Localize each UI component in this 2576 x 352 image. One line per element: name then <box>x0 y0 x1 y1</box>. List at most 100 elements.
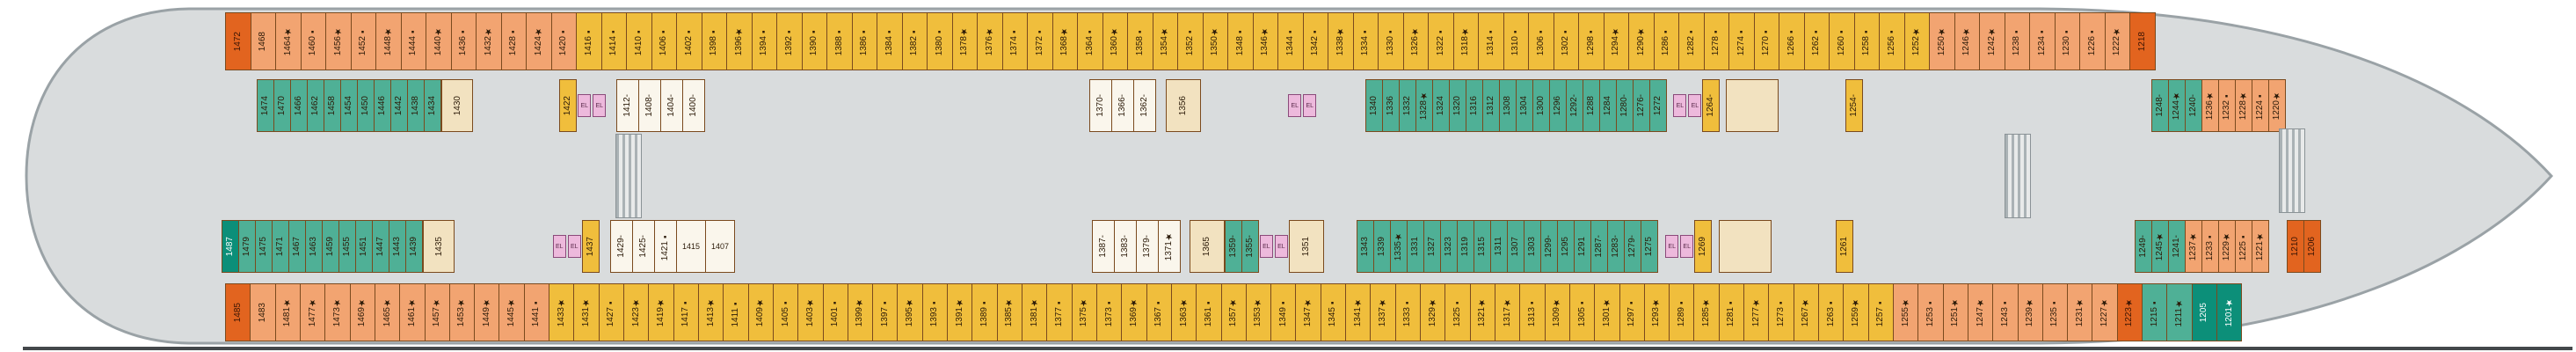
cabin-number: 1384▪ <box>884 26 894 56</box>
cabin-number: 1223★ <box>2124 297 2135 327</box>
cabin-number: 1413★ <box>705 297 716 327</box>
cabin-1318: 1318★ <box>1452 12 1479 70</box>
elevator-icon: EL <box>578 94 592 117</box>
cabin-1342: 1342▪ <box>1302 12 1328 70</box>
cabin-1385: 1385★ <box>996 283 1022 341</box>
cabin-1239: 1239★ <box>2017 283 2043 341</box>
cabin-number: 1417▪ <box>680 297 691 327</box>
cabin-1255: 1255★ <box>1892 283 1919 341</box>
cabin-1433: 1433★ <box>549 283 575 341</box>
cabin-1241: 1241- <box>2168 220 2187 273</box>
cabin-1367: 1367▪ <box>1146 283 1172 341</box>
cabin-1252: 1252★ <box>1903 12 1930 70</box>
cabin-1315: 1315 <box>1473 220 1491 273</box>
cabin-number: 1317★ <box>1502 297 1512 327</box>
cabin-1397: 1397▪ <box>872 283 899 341</box>
cabin-number: 1412- <box>622 94 633 117</box>
cabin-1460: 1460▪ <box>300 12 326 70</box>
cabin-1429: 1429- <box>610 220 634 273</box>
cabin-1205: 1205 <box>2191 283 2217 341</box>
cabin-1349: 1349▪ <box>1270 283 1297 341</box>
cabin-1340: 1340 <box>1364 79 1383 132</box>
cabin-number: 1363★ <box>1178 297 1189 327</box>
cabin-number: 1328★ <box>1418 91 1429 121</box>
cabin-1380: 1380▪ <box>927 12 953 70</box>
cabin-number: 1277★ <box>1750 297 1761 327</box>
cabin-number: 1459 <box>325 236 335 257</box>
cabin-number: 1238▪ <box>2012 26 2022 56</box>
cabin-number: 1416▪ <box>583 26 593 56</box>
cabin-1436: 1436▪ <box>450 12 477 70</box>
cabin-1335: 1335★ <box>1389 220 1408 273</box>
cabin-1406: 1406▪ <box>651 12 677 70</box>
cabin-number: 1350★ <box>1210 26 1220 56</box>
corridor-gap <box>1712 220 1718 273</box>
elevator-icon: EL <box>1665 235 1679 258</box>
cabin-number: 1336 <box>1385 95 1395 116</box>
cabin-1370: 1370- <box>1089 79 1113 132</box>
cabin-1236: 1236★ <box>2201 79 2219 132</box>
cabin-number: 1266▪ <box>1786 26 1796 56</box>
cabin-number: 1444▪ <box>408 26 418 56</box>
cabin-1428: 1428▪ <box>500 12 527 70</box>
cabin-number: 1371★ <box>1164 231 1175 261</box>
cabin-1240: 1240- <box>2184 79 2202 132</box>
cabin-1328: 1328★ <box>1415 79 1433 132</box>
cabin-number: 1485 <box>232 302 243 323</box>
cabin-1336: 1336 <box>1381 79 1400 132</box>
cabin-number: 1424★ <box>533 26 543 56</box>
cabin-number: 1210 <box>2289 236 2300 257</box>
cabin-number: 1290★ <box>1635 26 1646 56</box>
cabin-number: 1322▪ <box>1435 26 1445 56</box>
stairs-icon <box>2005 134 2031 218</box>
cabin-number: 1292- <box>1568 94 1579 117</box>
cabin-1465: 1465★ <box>374 283 401 341</box>
cabin-number: 1237★ <box>2188 231 2199 261</box>
corridor-gap <box>455 220 552 273</box>
cabin-number: 1451 <box>359 236 368 257</box>
cabin-1437: 1437 <box>581 220 600 273</box>
cabin-number: 1233▪ <box>2205 231 2216 261</box>
elevator-icon: EL <box>1259 235 1273 258</box>
cabin-number: 1458 <box>327 95 337 116</box>
cabin-number: 1248- <box>2154 94 2165 117</box>
cabin-number: 1332 <box>1401 95 1412 116</box>
cabin-block-1365: 1365 <box>1189 220 1225 273</box>
cabin-1223: 1223★ <box>2116 283 2143 341</box>
cabin-number: 1347★ <box>1303 297 1313 327</box>
cabin-number: 1236★ <box>2204 91 2215 121</box>
cabin-1249: 1249- <box>2135 220 2153 273</box>
cabin-1288: 1288 <box>1582 79 1600 132</box>
cabin-1301: 1301★ <box>1594 283 1620 341</box>
cabin-1371: 1371★ <box>1158 220 1182 273</box>
cabin-1440: 1440★ <box>426 12 452 70</box>
cabin-number: 1357★ <box>1228 297 1239 327</box>
cabin-number: 1220★ <box>2271 91 2281 121</box>
cabin-1306: 1306▪ <box>1528 12 1554 70</box>
cabin-1225: 1225▪ <box>2235 220 2253 273</box>
cabin-1259: 1259★ <box>1843 283 1869 341</box>
cabin-1272: 1272 <box>1648 79 1667 132</box>
cabin-number: 1388▪ <box>833 26 844 56</box>
cabin-1284: 1284 <box>1598 79 1617 132</box>
cabin-number: 1422 <box>563 95 573 116</box>
corridor-gap <box>1181 220 1190 273</box>
cabin-number: 1352▪ <box>1184 26 1195 56</box>
cabin-number: 1312 <box>1485 95 1495 116</box>
cabin-number: 1241- <box>2172 235 2182 258</box>
cabin-number: 1420▪ <box>558 26 569 56</box>
cabin-1458: 1458 <box>324 79 341 132</box>
cabin-number: 1342▪ <box>1310 26 1321 56</box>
cabin-number: 1450 <box>360 95 370 116</box>
cabin-1279: 1279- <box>1623 220 1641 273</box>
cabin-1345: 1345▪ <box>1320 283 1347 341</box>
cabin-1407: 1407 <box>705 220 736 273</box>
cabin-1447: 1447 <box>372 220 389 273</box>
cabin-1375: 1375★ <box>1071 283 1097 341</box>
cabin-number: 1455 <box>342 236 352 257</box>
cabin-1294: 1294★ <box>1603 12 1629 70</box>
cabin-number: 1283- <box>1610 235 1620 258</box>
cabin-1379: 1379- <box>1136 220 1160 273</box>
cabin-1292: 1292- <box>1565 79 1583 132</box>
cabin-number: 1440★ <box>433 26 443 56</box>
